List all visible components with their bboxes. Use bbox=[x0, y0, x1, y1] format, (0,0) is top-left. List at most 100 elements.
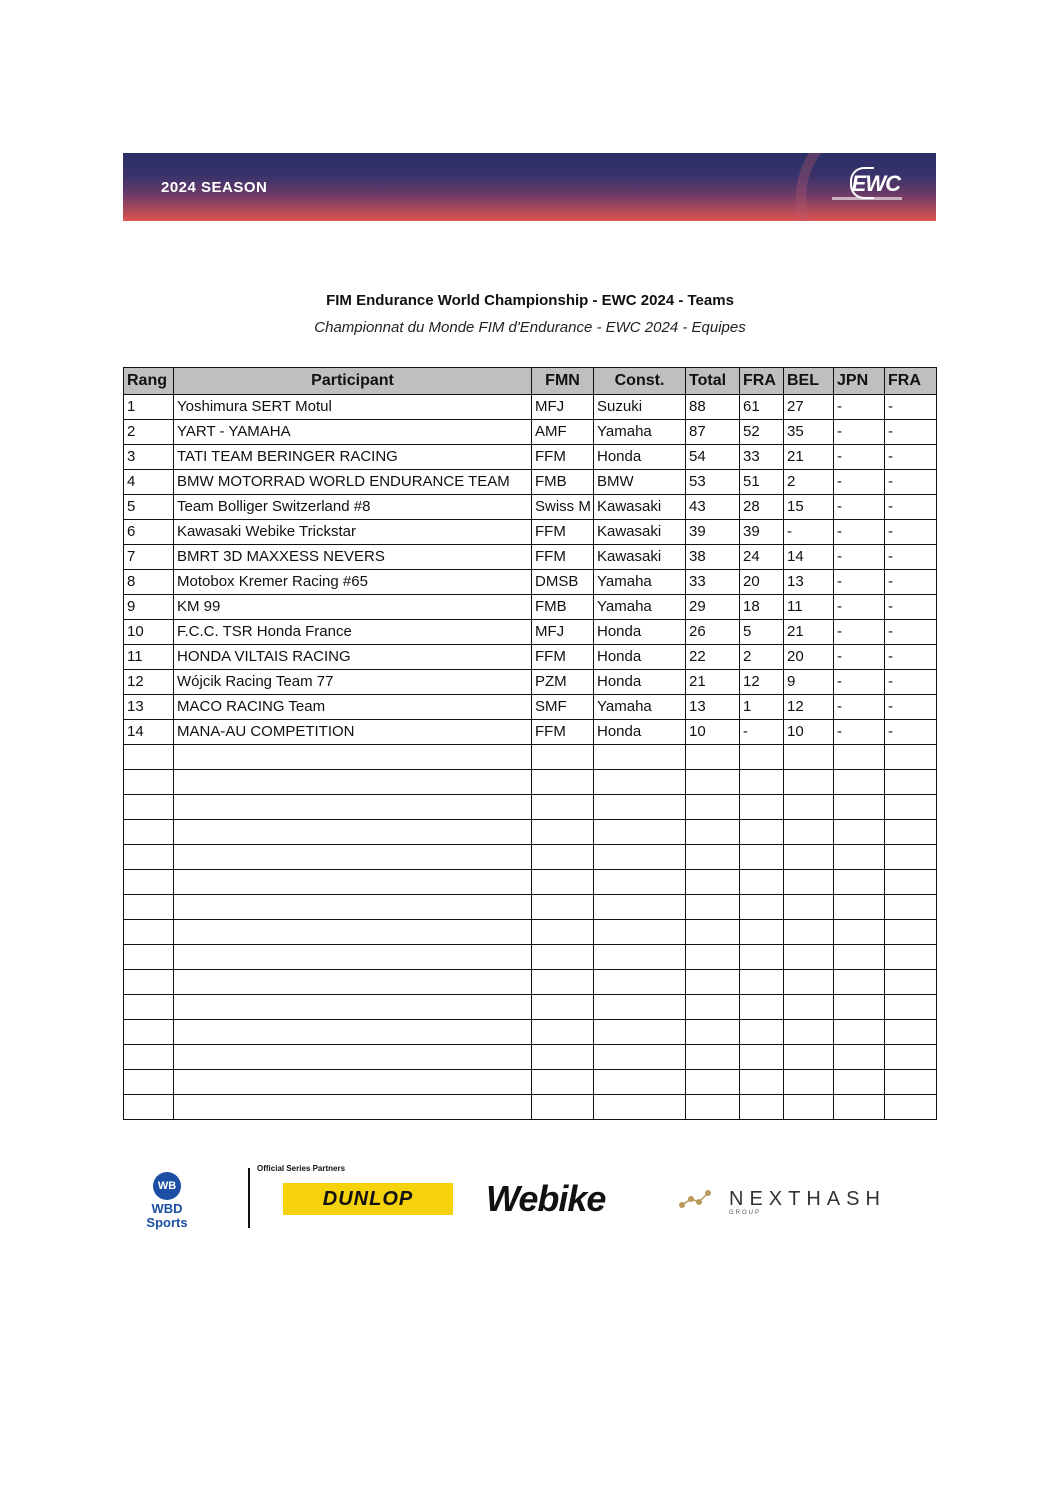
cell-fra-1 bbox=[739, 1019, 784, 1045]
webike-logo: Webike bbox=[486, 1178, 606, 1219]
cell-fra-2 bbox=[884, 869, 937, 895]
cell-fmn bbox=[531, 794, 594, 820]
cell-jpn bbox=[833, 944, 885, 970]
cell-bel: 20 bbox=[783, 644, 834, 670]
cell-fra-1 bbox=[739, 894, 784, 920]
cell-participant: TATI TEAM BERINGER RACING bbox=[173, 444, 532, 470]
cell-fra-1 bbox=[739, 1069, 784, 1095]
cell-rang: 10 bbox=[123, 619, 174, 645]
cell-rang bbox=[123, 944, 174, 970]
header-participant: Participant bbox=[173, 367, 532, 395]
cell-const: Suzuki bbox=[593, 394, 686, 420]
cell-jpn: - bbox=[833, 544, 885, 570]
cell-const: Honda bbox=[593, 669, 686, 695]
cell-fra-2: - bbox=[884, 669, 937, 695]
cell-bel bbox=[783, 1094, 834, 1120]
cell-participant: MACO RACING Team bbox=[173, 694, 532, 720]
cell-total: 13 bbox=[685, 694, 740, 720]
cell-rang bbox=[123, 1069, 174, 1095]
cell-const: Yamaha bbox=[593, 694, 686, 720]
cell-participant: HONDA VILTAIS RACING bbox=[173, 644, 532, 670]
header-bel: BEL bbox=[783, 367, 834, 395]
empty-table-row bbox=[123, 969, 937, 995]
cell-fra-2 bbox=[884, 769, 937, 795]
cell-participant: Wójcik Racing Team 77 bbox=[173, 669, 532, 695]
cell-fra-2 bbox=[884, 969, 937, 995]
cell-fmn: PZM bbox=[531, 669, 594, 695]
cell-jpn: - bbox=[833, 444, 885, 470]
cell-fmn bbox=[531, 894, 594, 920]
official-partners-label: Official Series Partners bbox=[257, 1164, 346, 1173]
cell-participant bbox=[173, 944, 532, 970]
empty-table-row bbox=[123, 819, 937, 845]
cell-rang bbox=[123, 794, 174, 820]
cell-rang bbox=[123, 994, 174, 1020]
cell-fra-1 bbox=[739, 744, 784, 770]
cell-jpn bbox=[833, 819, 885, 845]
cell-bel bbox=[783, 1069, 834, 1095]
cell-fra-1 bbox=[739, 994, 784, 1020]
cell-participant: Yoshimura SERT Motul bbox=[173, 394, 532, 420]
empty-table-row bbox=[123, 1044, 937, 1070]
cell-jpn bbox=[833, 1069, 885, 1095]
cell-jpn: - bbox=[833, 619, 885, 645]
cell-bel bbox=[783, 794, 834, 820]
cell-const bbox=[593, 744, 686, 770]
cell-total bbox=[685, 794, 740, 820]
cell-total bbox=[685, 819, 740, 845]
cell-total bbox=[685, 969, 740, 995]
cell-jpn: - bbox=[833, 494, 885, 520]
cell-jpn bbox=[833, 869, 885, 895]
cell-jpn bbox=[833, 1094, 885, 1120]
cell-total bbox=[685, 1019, 740, 1045]
cell-fra-2: - bbox=[884, 694, 937, 720]
nexthash-logo: NEXTHASH bbox=[729, 1188, 886, 1210]
cell-jpn bbox=[833, 919, 885, 945]
cell-total bbox=[685, 1094, 740, 1120]
cell-fra-2: - bbox=[884, 569, 937, 595]
cell-jpn: - bbox=[833, 719, 885, 745]
cell-total bbox=[685, 744, 740, 770]
cell-bel: 13 bbox=[783, 569, 834, 595]
cell-jpn: - bbox=[833, 569, 885, 595]
season-label: 2024 SEASON bbox=[161, 179, 268, 196]
cell-const: Honda bbox=[593, 644, 686, 670]
cell-participant bbox=[173, 969, 532, 995]
cell-fra-1 bbox=[739, 919, 784, 945]
cell-participant bbox=[173, 1044, 532, 1070]
cell-bel: 11 bbox=[783, 594, 834, 620]
cell-fmn bbox=[531, 1019, 594, 1045]
cell-const: Kawasaki bbox=[593, 544, 686, 570]
cell-bel bbox=[783, 994, 834, 1020]
season-banner: 2024 SEASON EWC bbox=[123, 153, 936, 221]
cell-fmn: FMB bbox=[531, 469, 594, 495]
cell-participant: Team Bolliger Switzerland #8 bbox=[173, 494, 532, 520]
empty-table-row bbox=[123, 944, 937, 970]
cell-const: Yamaha bbox=[593, 419, 686, 445]
cell-const bbox=[593, 794, 686, 820]
cell-participant: F.C.C. TSR Honda France bbox=[173, 619, 532, 645]
cell-fra-2 bbox=[884, 1094, 937, 1120]
cell-bel bbox=[783, 1044, 834, 1070]
cell-participant: YART - YAMAHA bbox=[173, 419, 532, 445]
ewc-logo: EWC bbox=[851, 171, 901, 196]
cell-fmn: FFM bbox=[531, 444, 594, 470]
cell-fra-2: - bbox=[884, 469, 937, 495]
cell-jpn: - bbox=[833, 419, 885, 445]
cell-jpn: - bbox=[833, 394, 885, 420]
header-rang: Rang bbox=[123, 367, 174, 395]
cell-const bbox=[593, 894, 686, 920]
empty-table-row bbox=[123, 919, 937, 945]
empty-table-row bbox=[123, 794, 937, 820]
cell-rang: 14 bbox=[123, 719, 174, 745]
empty-table-row bbox=[123, 844, 937, 870]
cell-const bbox=[593, 1044, 686, 1070]
cell-fmn: FFM bbox=[531, 544, 594, 570]
cell-jpn bbox=[833, 969, 885, 995]
cell-fra-1: 24 bbox=[739, 544, 784, 570]
cell-bel: 14 bbox=[783, 544, 834, 570]
cell-fra-2: - bbox=[884, 594, 937, 620]
